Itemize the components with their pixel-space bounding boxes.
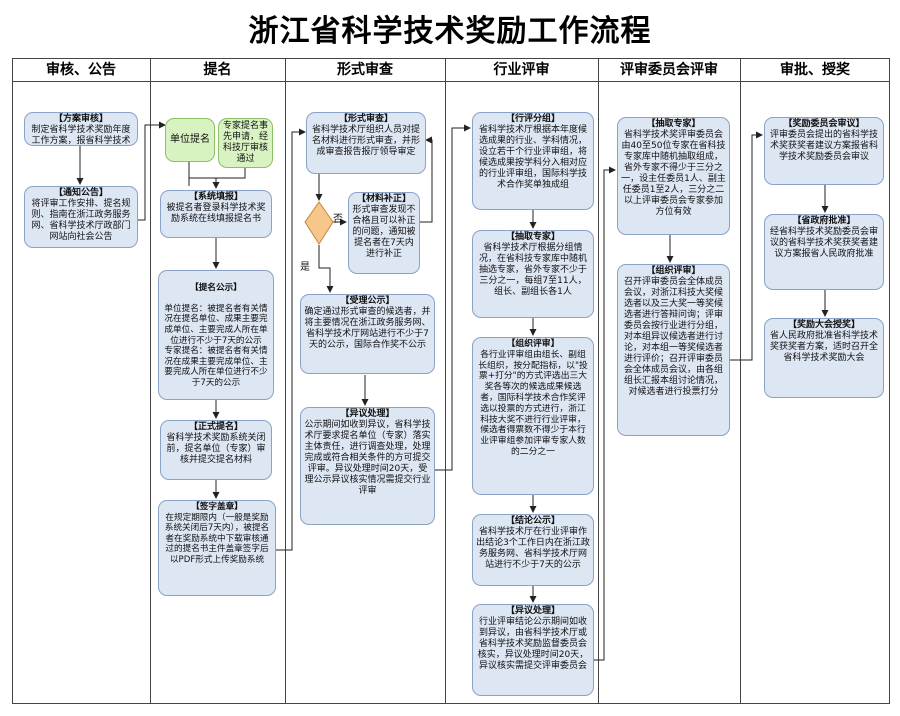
box-result-notice: 【结论公示】 省科学技术厅在行业评审作出结论3个工作日内在浙江政务服务网、省科学… [472, 514, 594, 586]
box-committee-review: 【组织评审】 召开评审委员会全体成员会议，对浙江科技大奖候选者以及三大奖一等奖候… [617, 264, 730, 436]
box-formal-nomination: 【正式提名】 省科学技术奖励系统关闭前，提名单位（专家）审核并提交提名材料 [160, 420, 272, 480]
column-header-review-notice: 审核、公告 [12, 58, 150, 82]
box-text: 公示期间如收到异议，省科学技术厅要求提名单位（专家）落实主体责任，进行调查处理，… [304, 420, 431, 496]
flowchart-frame [12, 58, 890, 704]
box-title: 【受理公示】 [340, 296, 395, 306]
arrow-to-expert-draw-2 [594, 166, 616, 661]
column-divider [285, 58, 286, 704]
arrow-supplement-back [420, 136, 433, 223]
box-text: 行业评审结论公示期间如收到异议，由省科学技术厅或省科学技术奖励监督委员会核实，异… [477, 617, 589, 671]
box-title: 【签字盖章】 [191, 502, 243, 512]
box-text: 召开评审委员会全体成员会议，对浙江科技大奖候选者以及三大奖一等奖候选者进行答辩问… [623, 277, 723, 397]
box-title: 【材料补正】 [356, 194, 411, 204]
box-title: 【结论公示】 [505, 516, 560, 526]
column-divider [150, 58, 151, 704]
box-title: 【组织评审】 [646, 266, 701, 276]
box-title: 【行评分组】 [505, 114, 560, 124]
box-text: 形式审查发现不合格且可以补正的问题，通知被提名者在7天内进行补正 [352, 205, 416, 259]
box-title: 【抽取专家】 [646, 119, 701, 129]
box-text: 经省科学技术奖励委员会审议的省科学技术奖获奖者建议方案报省人民政府批准 [769, 227, 878, 259]
column-header-committee-review: 评审委员会评审 [598, 58, 740, 82]
box-text: 评审委员会提出的省科学技术奖获奖者建议方案报省科学技术奖励委员会审议 [769, 130, 878, 162]
box-text: 将评审工作安排、提名规则、指南在浙江政务服务网、省科学技术厅政部门网站向社会公告 [31, 199, 131, 242]
box-title: 【系统填报】 [188, 192, 243, 202]
box-text: 省科学技术厅根据本年度候选成果的行业、学科情况，设立若干个行业评审组，将候选成果… [478, 125, 587, 190]
box-text: 单位提名：被提名者有关情况在提名单位、成果主要完成单位、主要完成人所在单位进行不… [164, 303, 268, 388]
column-header-formal-review: 形式审查 [285, 58, 445, 82]
box-title: 【异议处理】 [505, 606, 560, 616]
arrow-sign-to-formal-review [275, 128, 306, 551]
box-text: 被提名者登录科学技术奖励系统在线填报提名书 [166, 203, 266, 224]
box-title: 【通知公告】 [53, 188, 108, 198]
box-text: 在规定期限内（一般是奖励系统关闭后7天内），被提名者在奖励系统中下载审核通过的提… [164, 512, 270, 565]
box-award-ceremony: 【奖励大会授奖】 省人民政府批准省科学技术奖获奖者方案，适时召开全省科学技术奖励… [764, 318, 884, 398]
start-expert-nomination: 专家提名事先申请，经科技厅审核通过 [218, 118, 273, 168]
box-text: 省科学技术厅根据分组情况，在省科技专家库中随机抽选专家，省外专家不少于三分之一，… [478, 243, 587, 297]
arrow-to-group-setup [433, 124, 471, 471]
box-title: 【形式审查】 [338, 114, 393, 124]
arrow-decision-yes [318, 245, 334, 293]
box-text: 省科学技术奖评审委员会由40至50位专家在省科技专家库中随机抽取组成，省外专家不… [621, 130, 726, 217]
box-title: 【省政府批准】 [792, 216, 856, 226]
page-title: 浙江省科学技术奖励工作流程 [248, 14, 652, 49]
box-text: 省科学技术奖励系统关闭前，提名单位（专家）审核并提交提名材料 [166, 433, 266, 465]
box-title: 【方案审核】 [53, 114, 108, 124]
box-text: 各行业评审组由组长、副组长组织，按分配指标，以"投票+打分"的方式评选出三大奖各… [478, 349, 588, 457]
box-title: 【抽取专家】 [505, 232, 560, 242]
box-group-review: 【组织评审】 各行业评审组由组长、副组长组织，按分配指标，以"投票+打分"的方式… [472, 337, 594, 495]
box-objection-1: 【异议处理】 公示期间如收到异议，省科学技术厅要求提名单位（专家）落实主体责任，… [300, 407, 435, 525]
box-title: 【奖励大会授奖】 [787, 320, 860, 330]
box-nomination-notice: 【提名公示】 单位提名：被提名者有关情况在提名单位、成果主要完成单位、主要完成人… [158, 270, 274, 400]
box-expert-draw-1: 【抽取专家】 省科学技术厅根据分组情况，在省科技专家库中随机抽选专家，省外专家不… [472, 230, 594, 318]
box-expert-draw-2: 【抽取专家】 省科学技术奖评审委员会由40至50位专家在省科技专家库中随机抽取组… [617, 117, 730, 235]
box-title: 【组织评审】 [506, 339, 560, 349]
line-expert [189, 168, 246, 179]
column-divider [740, 58, 741, 704]
box-text: 省人民政府批准省科学技术奖获奖者方案，适时召开全省科学技术奖励大会 [769, 331, 878, 363]
column-header-industry-review: 行业评审 [445, 58, 598, 82]
box-award-committee: 【奖励委员会审议】 评审委员会提出的省科学技术奖获奖者建议方案报省科学技术奖励委… [764, 117, 884, 185]
decision-diamond [304, 201, 334, 245]
box-text: 确定通过形式审查的候选者，并将主要情况在浙江政务服务网、省科学技术厅网站进行不少… [304, 307, 431, 350]
box-title: 【奖励委员会审议】 [783, 119, 865, 129]
box-text: 制定省科学技术奖励年度工作方案，报省科学技术奖励委员会审核 [31, 125, 131, 146]
box-title: 【异议处理】 [340, 409, 395, 419]
box-gov-approval: 【省政府批准】 经省科学技术奖励委员会审议的省科学技术奖获奖者建议方案报省人民政… [764, 214, 884, 290]
box-plan-review: 【方案审核】 制定省科学技术奖励年度工作方案，报省科学技术奖励委员会审核 [24, 112, 138, 146]
column-header-nomination: 提名 [150, 58, 285, 82]
decision-label-no: 否 [333, 214, 343, 225]
box-text: 省科学技术厅在行业评审作出结论3个工作日内在浙江政务服务网、省科学技术厅网站进行… [476, 527, 590, 570]
box-title: 【正式提名】 [188, 422, 243, 432]
arrow-to-award-committee [730, 131, 763, 361]
box-group-setup: 【行评分组】 省科学技术厅根据本年度候选成果的行业、学科情况，设立若干个行业评审… [472, 112, 594, 210]
decision-label-yes: 是 [300, 262, 310, 273]
arrow-notice-to-nomination [138, 121, 166, 221]
box-sign-seal: 【签字盖章】 在规定期限内（一般是奖励系统关闭后7天内），被提名者在奖励系统中下… [158, 500, 276, 596]
column-divider [445, 58, 446, 704]
box-objection-2: 【异议处理】 行业评审结论公示期间如收到异议，由省科学技术厅或省科学技术奖励监督… [472, 604, 594, 696]
box-notice: 【通知公告】 将评审工作安排、提名规则、指南在浙江政务服务网、省科学技术厅政部门… [24, 186, 138, 248]
column-header-approval-award: 审批、授奖 [740, 58, 890, 82]
box-acceptance-notice: 【受理公示】 确定通过形式审查的候选者，并将主要情况在浙江政务服务网、省科学技术… [300, 294, 435, 374]
box-system-fill: 【系统填报】 被提名者登录科学技术奖励系统在线填报提名书 [160, 190, 272, 238]
box-title: 【提名公示】 [190, 282, 242, 293]
start-unit-nomination: 单位提名 [165, 118, 215, 162]
box-material-supplement: 【材料补正】 形式审查发现不合格且可以补正的问题，通知被提名者在7天内进行补正 [348, 192, 420, 274]
box-formal-review: 【形式审查】 省科学技术厅组织人员对提名材料进行形式审查，并形成审查报告报厅领导… [306, 112, 426, 174]
box-text: 省科学技术厅组织人员对提名材料进行形式审查，并形成审查报告报厅领导审定 [311, 125, 420, 157]
column-divider [598, 58, 599, 704]
